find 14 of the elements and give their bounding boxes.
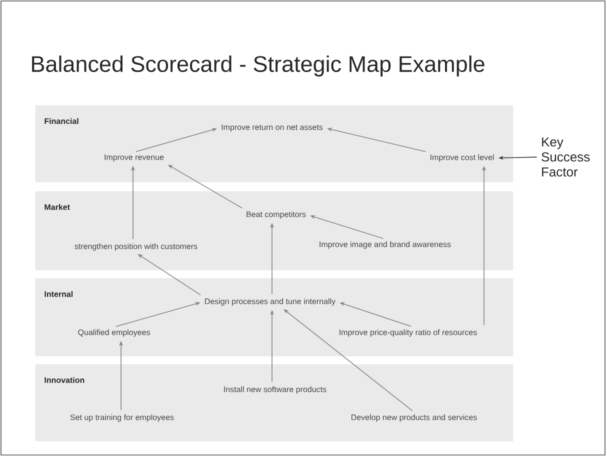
goal-text: strengthen position with customers [74,243,198,251]
goal-text: Improve revenue [104,154,164,162]
goal-text: Beat competitors [246,211,306,219]
goal-text: Install new software products [224,386,326,394]
goal-text: Improve image and brand awareness [320,241,451,249]
goal-text: Improve cost level [430,154,494,162]
key-success-factor-text: Key Success Factor [542,137,590,177]
title: Balanced Scorecard - Strategic Map Example [32,56,484,76]
goal-text: Qualified employees [78,329,150,337]
goal-text: Improve return on net assets [222,124,323,132]
goal-text: Design processes and tune internally [205,298,336,306]
goal-text: Develop new products and services [352,414,477,422]
goal-text: Set up training for employees [70,414,174,422]
goal-text: Improve price-quality ratio of resources [340,329,477,337]
